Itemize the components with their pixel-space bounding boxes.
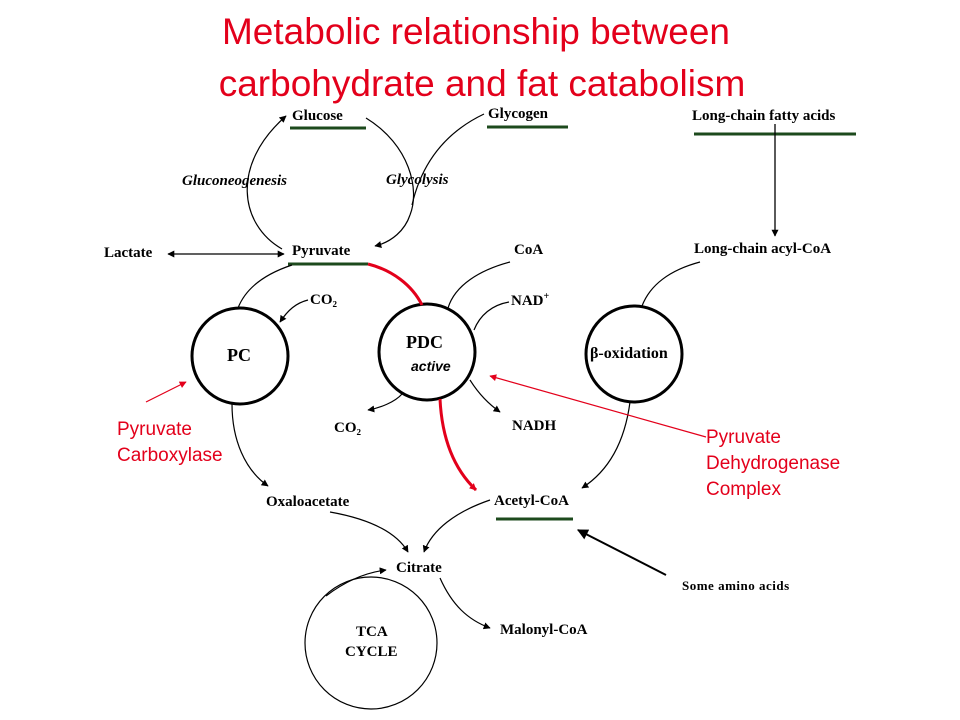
long-chain-acyl-coa-label: Long-chain acyl-CoA xyxy=(694,241,832,257)
pdc-to-acetyl-coa-red xyxy=(438,398,478,492)
pc-annotation-line-2: Carboxylase xyxy=(117,445,223,466)
glycolysis-loop xyxy=(246,113,485,250)
pc-connections xyxy=(231,264,309,487)
oxaloacetate-label: Oxaloacetate xyxy=(266,494,350,510)
glycogen-label: Glycogen xyxy=(488,106,548,122)
nad-plus-label: NAD+ xyxy=(511,291,549,310)
glucose-label: Glucose xyxy=(292,108,343,124)
pc-annotation: Pyruvate Carboxylase xyxy=(117,417,223,469)
pdc-annotation-line-3: Complex xyxy=(706,479,781,500)
co2-bottom-label: CO₂ xyxy=(334,420,361,436)
nad-superscript: + xyxy=(543,291,550,302)
pdc-circle xyxy=(377,302,477,402)
coa-label: CoA xyxy=(514,242,544,258)
coa-into-pdc xyxy=(447,261,511,309)
tca-label-line-1: TCA xyxy=(356,624,388,640)
acetyl-coa-label: Acetyl-CoA xyxy=(494,493,569,509)
long-chain-fatty-acids-label: Long-chain fatty acids xyxy=(692,108,836,124)
beta-oxidation-circle xyxy=(584,304,684,404)
pc-circle xyxy=(190,306,290,406)
co2-top-label: CO₂ xyxy=(310,292,337,308)
pc-annotation-line-1: Pyruvate xyxy=(117,419,192,440)
citrate-label: Citrate xyxy=(396,560,442,576)
pdc-to-co2 xyxy=(367,393,403,413)
pc-to-oxaloacetate xyxy=(231,403,269,487)
citrate-inputs xyxy=(325,499,491,630)
amino-acids-arrow xyxy=(577,529,667,576)
pc-annotation-pointer xyxy=(145,381,187,403)
acetyl-coa-to-citrate xyxy=(422,499,491,553)
glycolysis-from-glucose xyxy=(365,117,415,216)
pdc-annotation-line-1: Pyruvate xyxy=(706,427,781,448)
glycolysis-from-glycogen xyxy=(411,113,485,206)
some-amino-acids-label: Some amino acids xyxy=(682,578,790,593)
glycolysis-label: Glycolysis xyxy=(386,172,449,188)
title-line-2: carbohydrate and fat catabolism xyxy=(218,63,746,104)
citrate-to-malonyl-coa xyxy=(439,577,491,630)
pdc-to-nadh xyxy=(469,379,501,413)
lactate-label: Lactate xyxy=(104,245,153,261)
pdc-flux-path xyxy=(367,262,478,492)
pyruvate-to-pc xyxy=(237,264,293,309)
glycolysis-arrow xyxy=(374,214,411,248)
nadh-label: NADH xyxy=(512,418,557,434)
oxaloacetate-to-citrate xyxy=(329,511,409,553)
tca-return-arrow xyxy=(325,567,387,597)
malonyl-coa-label: Malonyl-CoA xyxy=(500,622,588,638)
beta-oxidation-label: β-oxidation xyxy=(590,345,668,362)
pdc-annotation-line-2: Dehydrogenase xyxy=(706,453,841,474)
pc-label: PC xyxy=(227,345,251,365)
nad-into-pdc xyxy=(473,301,510,331)
title-line-1: Metabolic relationship between xyxy=(221,11,731,52)
gluconeogenesis-arrow xyxy=(246,115,287,250)
pyruvate-to-pdc-red xyxy=(367,262,424,306)
gluconeogenesis-label: Gluconeogenesis xyxy=(182,173,287,189)
co2-into-pc xyxy=(279,299,309,323)
pdc-annotation: Pyruvate Dehydrogenase Complex xyxy=(706,425,840,503)
pdc-label: PDC xyxy=(406,332,443,352)
pdc-cofactor-connections xyxy=(367,261,511,413)
nad-text: NAD xyxy=(511,293,544,309)
beta-oxidation-connections xyxy=(581,261,701,489)
acyl-coa-to-beta-ox xyxy=(641,261,701,307)
pdc-annotation-pointer xyxy=(489,374,707,438)
tca-label-line-2: CYCLE xyxy=(345,644,398,660)
pyruvate-label: Pyruvate xyxy=(292,243,351,259)
pdc-state-label: active xyxy=(411,358,451,374)
beta-ox-to-acetyl-coa xyxy=(581,401,631,489)
tca-circle xyxy=(304,576,438,710)
